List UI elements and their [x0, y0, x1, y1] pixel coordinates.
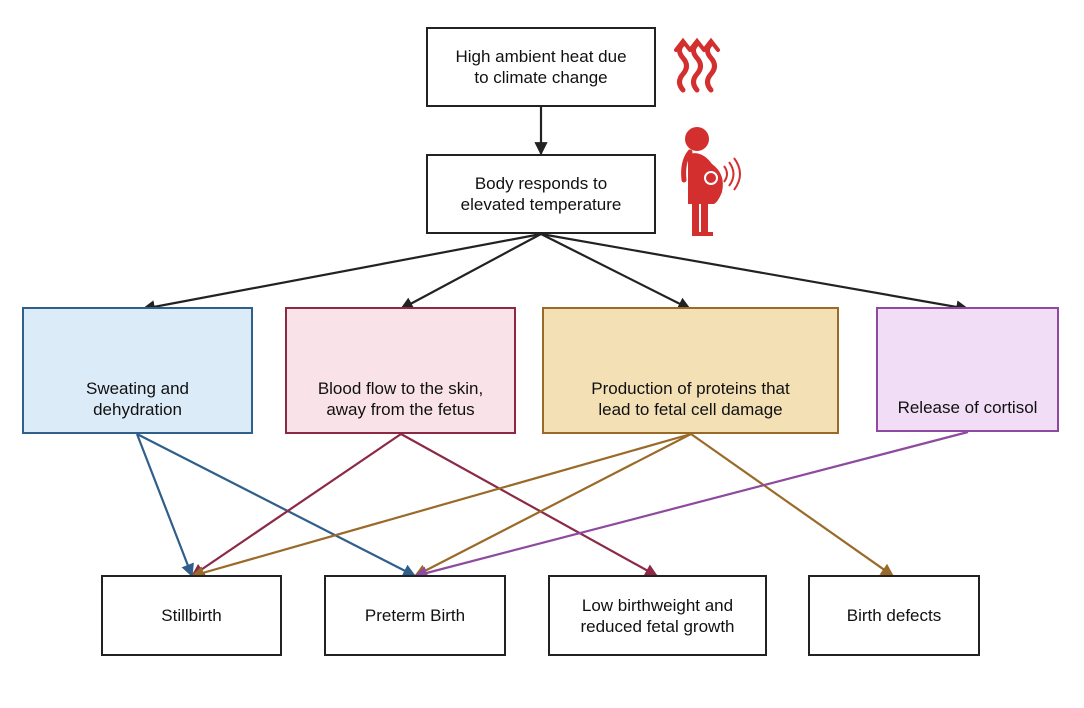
- node-label: Preterm Birth: [364, 606, 466, 625]
- node-label: Release of cortisol: [897, 398, 1038, 417]
- edge-blood-to-stillbirth: [190, 433, 402, 577]
- heat-waves-icon: [674, 37, 720, 93]
- edge-proteins-to-stillbirth: [190, 432, 692, 580]
- node-body-responds: Body responds to elevated temperature: [426, 154, 656, 234]
- node-low-birthweight: Low birthweight and reduced fetal growth: [548, 575, 767, 656]
- pregnant-woman-icon: [681, 127, 741, 236]
- edge-blood-to-lowbw: [400, 433, 659, 577]
- node-label: Stillbirth: [161, 606, 222, 625]
- edge-cortisol-to-preterm: [413, 430, 969, 580]
- edge-body-to-cortisol: [540, 232, 970, 314]
- node-label: Blood flow to the skin, away from the fe…: [317, 379, 484, 419]
- node-birth-defects: Birth defects: [808, 575, 980, 656]
- edge-sweat-to-stillbirth: [135, 433, 194, 578]
- node-high-ambient-heat: High ambient heat due to climate change: [426, 27, 656, 107]
- node-cortisol-release: Release of cortisol: [876, 307, 1059, 432]
- node-label: High ambient heat due to climate change: [455, 47, 627, 87]
- node-label: Birth defects: [846, 606, 942, 625]
- edges-layer: [135, 107, 970, 580]
- edge-body-to-blood: [399, 233, 542, 310]
- node-label: Sweating and dehydration: [85, 379, 190, 419]
- node-label: Low birthweight and reduced fetal growth: [580, 595, 735, 636]
- node-protein-production: Production of proteins that lead to feta…: [542, 307, 839, 434]
- node-label: Production of proteins that lead to feta…: [591, 379, 790, 419]
- node-sweating-dehydration: Sweating and dehydration: [22, 307, 253, 434]
- node-stillbirth: Stillbirth: [101, 575, 282, 656]
- edge-body-to-sweat: [141, 232, 542, 314]
- node-preterm-birth: Preterm Birth: [324, 575, 506, 656]
- node-label: Body responds to elevated temperature: [460, 174, 622, 214]
- edge-proteins-to-preterm: [413, 433, 692, 577]
- edge-body-to-proteins: [540, 233, 692, 310]
- edge-proteins-to-defects: [690, 433, 895, 577]
- node-blood-flow: Blood flow to the skin, away from the fe…: [285, 307, 516, 434]
- edge-sweat-to-preterm: [136, 433, 417, 577]
